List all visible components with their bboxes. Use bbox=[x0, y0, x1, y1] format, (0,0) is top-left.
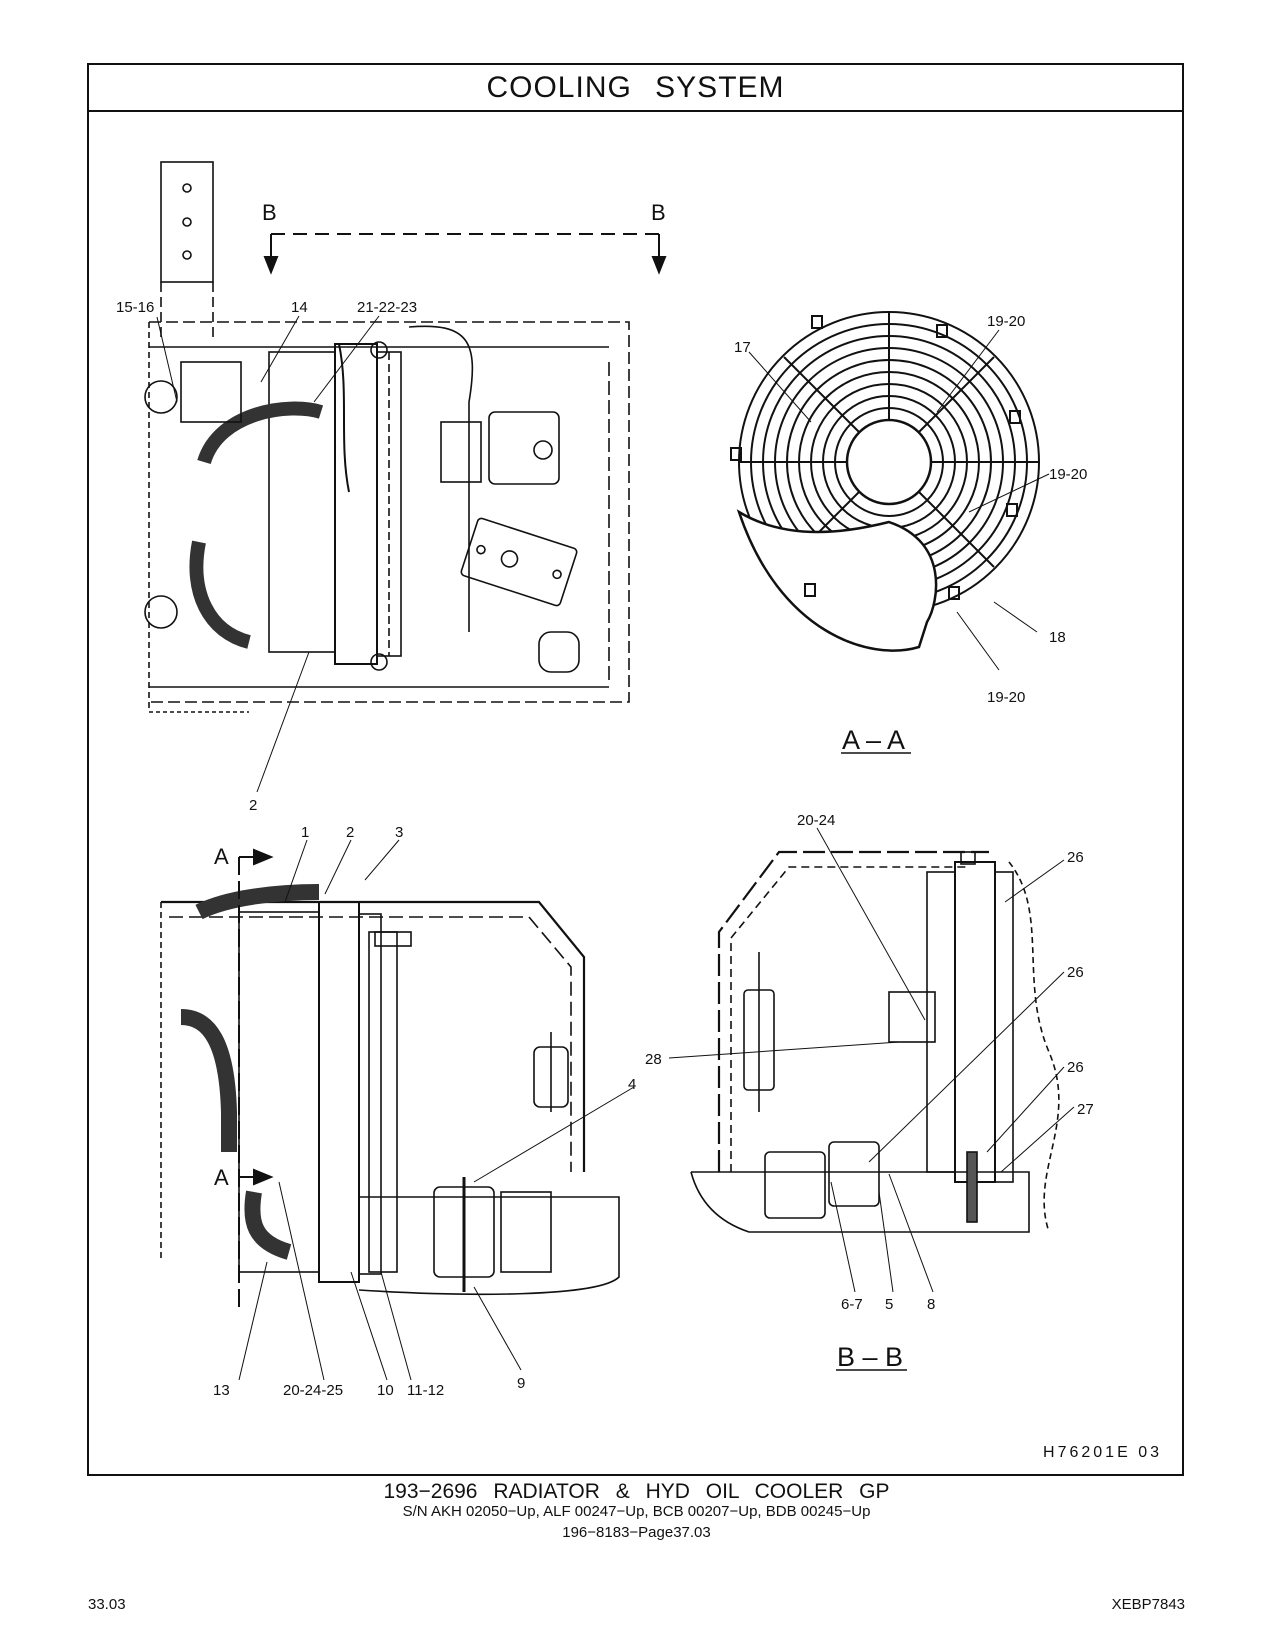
top-left-radiator-view bbox=[144, 161, 630, 713]
bottom-left-leader-lines bbox=[238, 839, 635, 1381]
callout-8: 8 bbox=[927, 1296, 935, 1313]
bottom-right-leader-lines bbox=[668, 827, 1075, 1293]
callout-28: 28 bbox=[645, 1051, 662, 1068]
callout-14: 14 bbox=[291, 299, 308, 316]
section-b-cut-line bbox=[263, 233, 667, 275]
callout-1: 1 bbox=[301, 824, 309, 841]
callout-10: 10 bbox=[377, 1382, 394, 1399]
callout-13: 13 bbox=[213, 1382, 230, 1399]
callout-19-20-right: 19-20 bbox=[1049, 466, 1087, 483]
bottom-right-section-view bbox=[690, 850, 1060, 1233]
callout-2-top: 2 bbox=[249, 797, 257, 814]
footer-title: 193−2696 RADIATOR & HYD OIL COOLER GP bbox=[383, 1480, 890, 1503]
section-b-right-label: B bbox=[651, 200, 666, 225]
callout-19-20-top: 19-20 bbox=[987, 313, 1025, 330]
drawing-id: H76201E 03 bbox=[1043, 1444, 1162, 1461]
footer-page-ref: 196−8183−Page37.03 bbox=[562, 1524, 711, 1541]
section-b-left-label: B bbox=[262, 200, 277, 225]
section-a-cut-arrows bbox=[239, 848, 274, 1186]
view-label-b-b: B – B bbox=[837, 1342, 903, 1372]
drawing-frame: COOLING SYSTEM bbox=[87, 63, 1184, 1476]
callout-5: 5 bbox=[885, 1296, 893, 1313]
fan-guard-leader-lines bbox=[748, 329, 1050, 671]
callout-17: 17 bbox=[734, 339, 751, 356]
callout-11-12: 11-12 bbox=[407, 1382, 444, 1399]
top-left-leader-lines bbox=[156, 315, 380, 793]
callout-2-bottom: 2 bbox=[346, 824, 354, 841]
page-number: 33.03 bbox=[88, 1596, 126, 1613]
document-code: XEBP7843 bbox=[1111, 1596, 1185, 1613]
callout-15-16: 15-16 bbox=[116, 299, 154, 316]
callout-6-7: 6-7 bbox=[841, 1296, 863, 1313]
footer-serials: S/N AKH 02050−Up, ALF 00247−Up, BCB 0020… bbox=[402, 1503, 871, 1520]
bottom-left-radiator-view bbox=[160, 857, 620, 1312]
title-bar: COOLING SYSTEM bbox=[89, 65, 1182, 112]
callout-20-24-25: 20-24-25 bbox=[283, 1382, 343, 1399]
callout-18: 18 bbox=[1049, 629, 1066, 646]
callout-9: 9 bbox=[517, 1375, 525, 1392]
page-title: COOLING SYSTEM bbox=[486, 71, 785, 104]
view-label-a-a: A – A bbox=[842, 725, 905, 755]
section-a-bottom-label: A bbox=[214, 1165, 229, 1190]
callout-26-middle: 26 bbox=[1067, 964, 1084, 981]
callout-21-22-23: 21-22-23 bbox=[357, 299, 417, 316]
callout-4: 4 bbox=[628, 1076, 636, 1093]
callout-19-20-bottom: 19-20 bbox=[987, 689, 1025, 706]
callout-27: 27 bbox=[1077, 1101, 1094, 1118]
cooling-system-drawing: B B 15-16 14 21-22-23 2 bbox=[116, 161, 1094, 1399]
callout-20-24: 20-24 bbox=[797, 812, 835, 829]
callout-26-top: 26 bbox=[1067, 849, 1084, 866]
fan-guard-view bbox=[730, 311, 1040, 652]
callout-3: 3 bbox=[395, 824, 403, 841]
callout-26-lower: 26 bbox=[1067, 1059, 1084, 1076]
section-a-top-label: A bbox=[214, 844, 229, 869]
